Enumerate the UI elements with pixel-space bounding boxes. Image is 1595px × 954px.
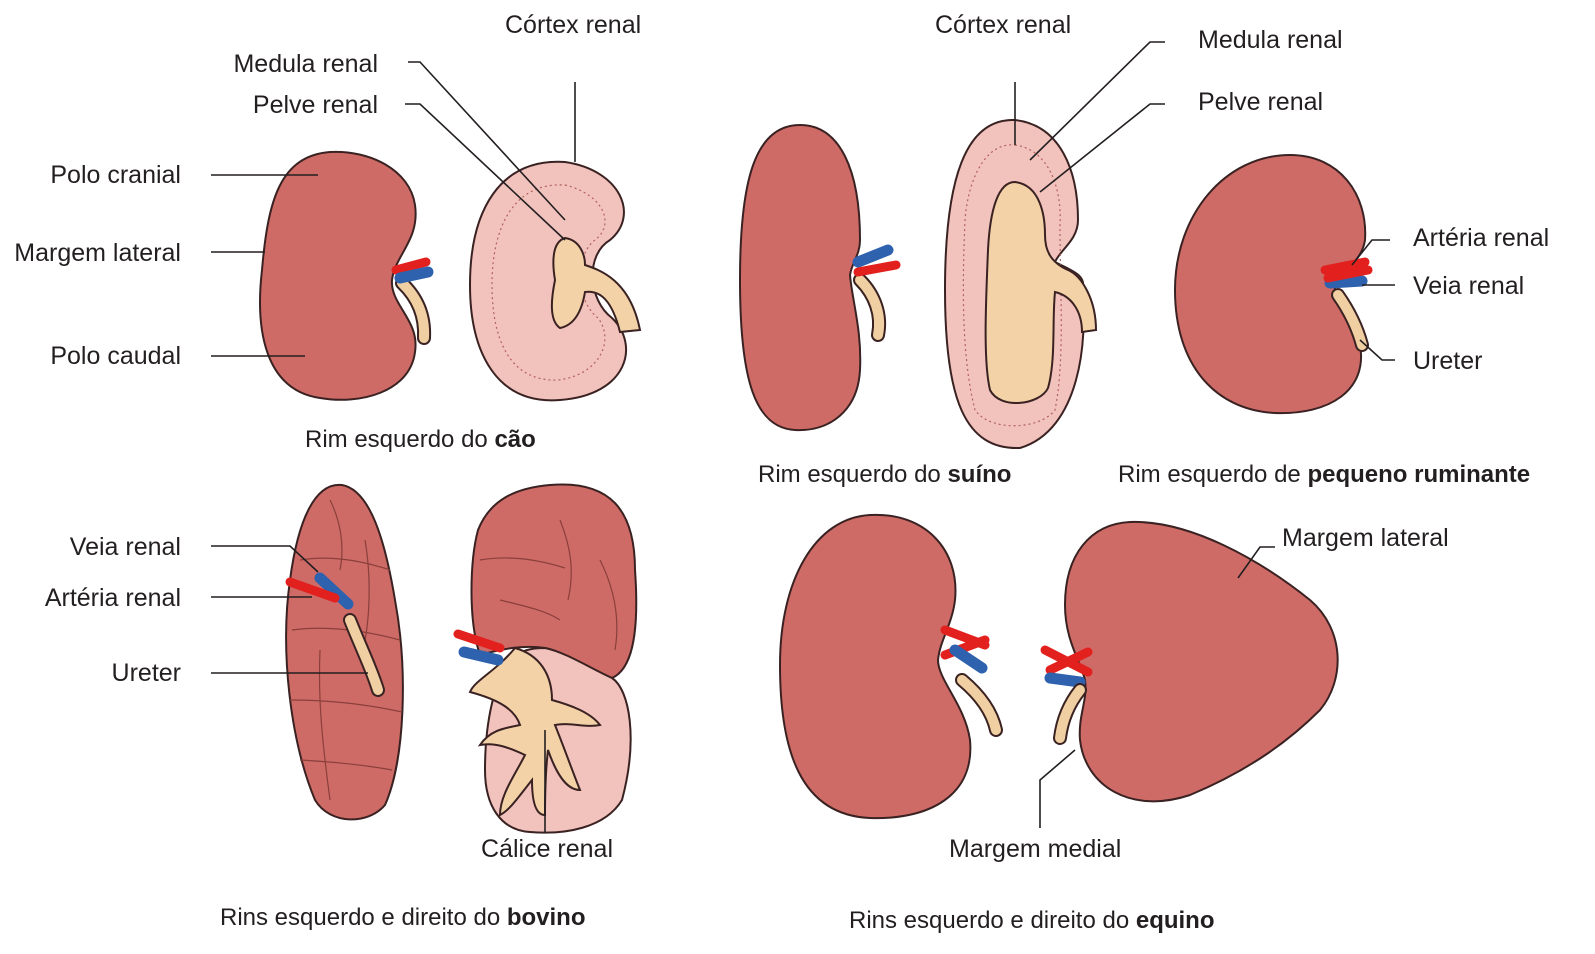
- dog-kidney-external: [260, 152, 428, 400]
- dog-cortex-label: Córtex renal: [505, 11, 641, 39]
- dog-kidney-section: [470, 162, 640, 401]
- equine-lateral-margin-label: Margem lateral: [1282, 524, 1449, 552]
- bovine-kidney-external: [286, 485, 403, 820]
- dog-lateral-margin-label: Margem lateral: [14, 239, 181, 267]
- pig-caption: Rim esquerdo do suíno: [758, 461, 1011, 488]
- ruminant-kidney: [1175, 155, 1368, 413]
- equine-caption: Rins esquerdo e direito do equino: [849, 907, 1215, 934]
- dog-medulla-label: Medula renal: [233, 50, 378, 78]
- bovine-ureter-label: Ureter: [112, 659, 181, 687]
- ruminant-pelvis-label: Pelve renal: [1198, 88, 1323, 116]
- pig-cortex-label: Córtex renal: [935, 11, 1071, 39]
- ruminant-caption: Rim esquerdo de pequeno ruminante: [1118, 461, 1530, 488]
- pig-kidney-section: [945, 120, 1096, 448]
- dog-caption: Rim esquerdo do cão: [305, 426, 536, 453]
- dog-caudal-pole-label: Polo caudal: [50, 342, 181, 370]
- ruminant-artery-label: Artéria renal: [1413, 224, 1549, 252]
- bovine-artery-label: Artéria renal: [45, 584, 181, 612]
- equine-medial-margin-label: Margem medial: [949, 835, 1121, 863]
- bovine-vein-label: Veia renal: [70, 533, 181, 561]
- pig-kidney-external: [740, 125, 896, 430]
- equine-kidney-left: [780, 515, 996, 818]
- equine-kidney-right: [1045, 522, 1338, 801]
- ruminant-vein-label: Veia renal: [1413, 272, 1524, 300]
- bovine-calyx-label: Cálice renal: [481, 835, 613, 863]
- bovine-caption: Rins esquerdo e direito do bovino: [220, 904, 586, 931]
- ruminant-medulla-label: Medula renal: [1198, 26, 1343, 54]
- dog-pelvis-label: Pelve renal: [253, 91, 378, 119]
- dog-cranial-pole-label: Polo cranial: [50, 161, 181, 189]
- bovine-kidney-section: [458, 484, 636, 832]
- ruminant-ureter-label: Ureter: [1413, 347, 1482, 375]
